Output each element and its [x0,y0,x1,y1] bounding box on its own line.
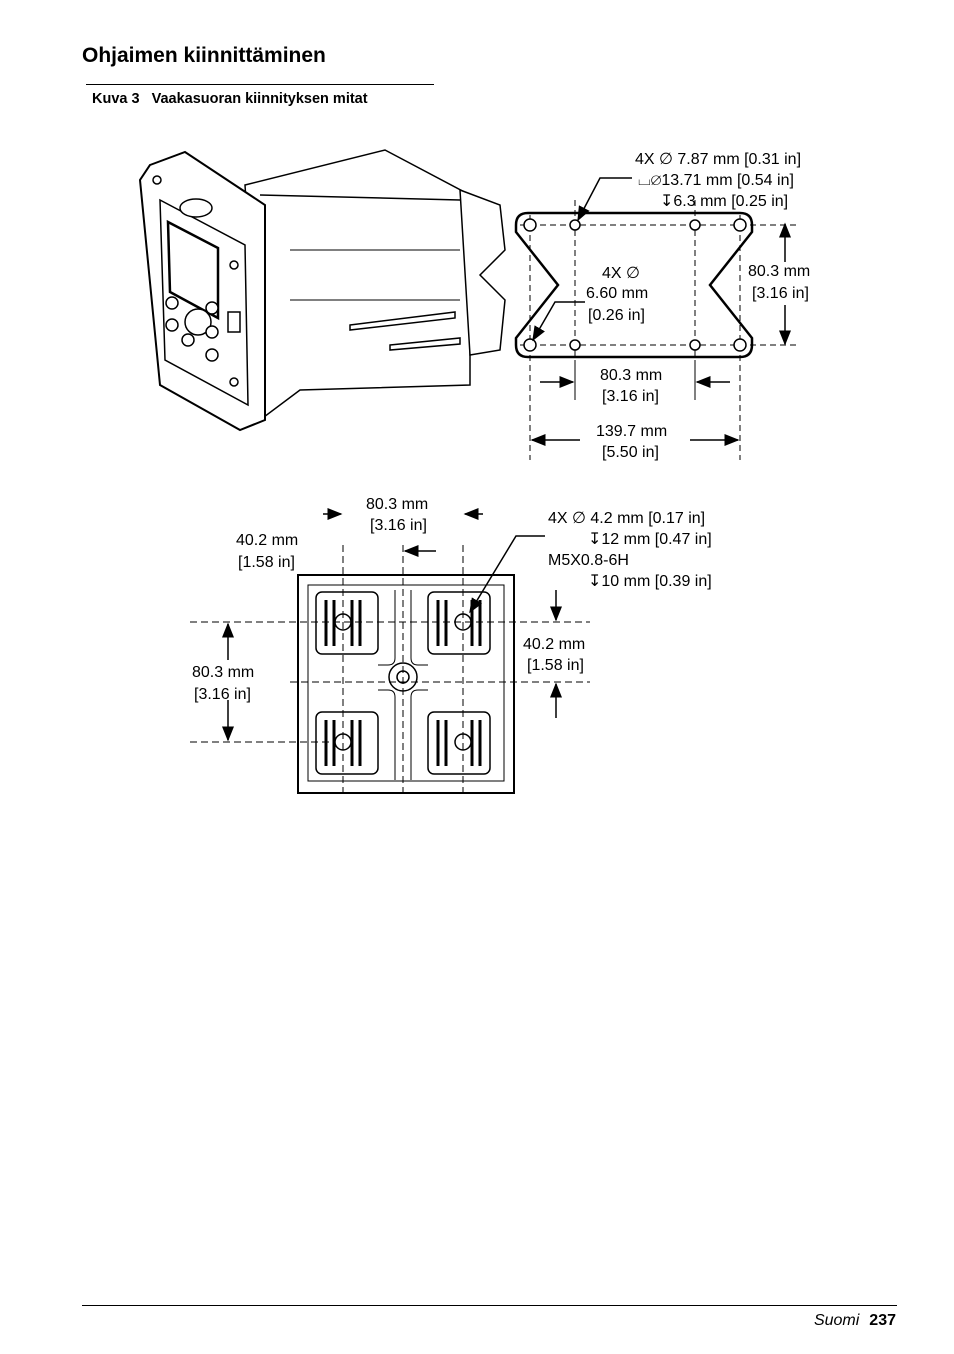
label-thread-3: M5X0.8-6H [548,552,629,569]
label-thread-1: 4X ∅ 4.2 mm [0.17 in] [548,510,705,527]
label-plate-horiz-in: [3.16 in] [602,388,659,405]
caption-rule [86,84,434,85]
label-back-top-in: [3.16 in] [370,517,427,534]
label-back-left-vert-mm: 80.3 mm [192,664,254,681]
page-number: 237 [869,1312,896,1329]
label-holes-3: ↧6.3 mm [0.25 in] [660,193,788,210]
label-plate-horiz-mm: 80.3 mm [600,367,662,384]
page-footer: Suomi 237 [814,1312,896,1330]
label-back-top-mm: 80.3 mm [366,496,428,513]
figure-caption: Kuva 3 Vaakasuoran kiinnityksen mitat [92,91,368,107]
controller-illustration [138,149,506,432]
label-thread-2: ↧12 mm [0.47 in] [588,531,712,548]
figure-number: Kuva 3 [92,91,140,107]
label-plate-vert-mm: 80.3 mm [748,263,810,280]
label-overall-mm: 139.7 mm [596,423,667,440]
footer-language: Suomi [813,1312,860,1329]
label-holes-2: ⌴∅13.71 mm [0.54 in] [638,172,794,189]
label-back-left-offset-in: [1.58 in] [238,554,295,571]
label-back-right-offset-mm: 40.2 mm [523,636,585,653]
label-back-left-vert-in: [3.16 in] [194,686,251,703]
label-thread-4: ↧10 mm [0.39 in] [588,573,712,590]
label-overall-in: [5.50 in] [602,444,659,461]
label-inner-holes-3: [0.26 in] [588,307,645,324]
label-plate-vert-in: [3.16 in] [752,285,809,302]
label-holes-1: 4X ∅ 7.87 mm [0.31 in] [635,151,801,168]
label-inner-holes-2: 6.60 mm [586,285,648,302]
label-inner-holes-1: 4X ∅ [602,265,640,282]
section-title: Ohjaimen kiinnittäminen [82,44,326,67]
mounting-plate-top [514,177,800,460]
controller-back-view [190,508,590,795]
label-back-right-offset-in: [1.58 in] [527,657,584,674]
figure-title: Vaakasuoran kiinnityksen mitat [151,91,368,107]
footer-rule [82,1305,897,1306]
label-back-left-offset-mm: 40.2 mm [236,532,298,549]
